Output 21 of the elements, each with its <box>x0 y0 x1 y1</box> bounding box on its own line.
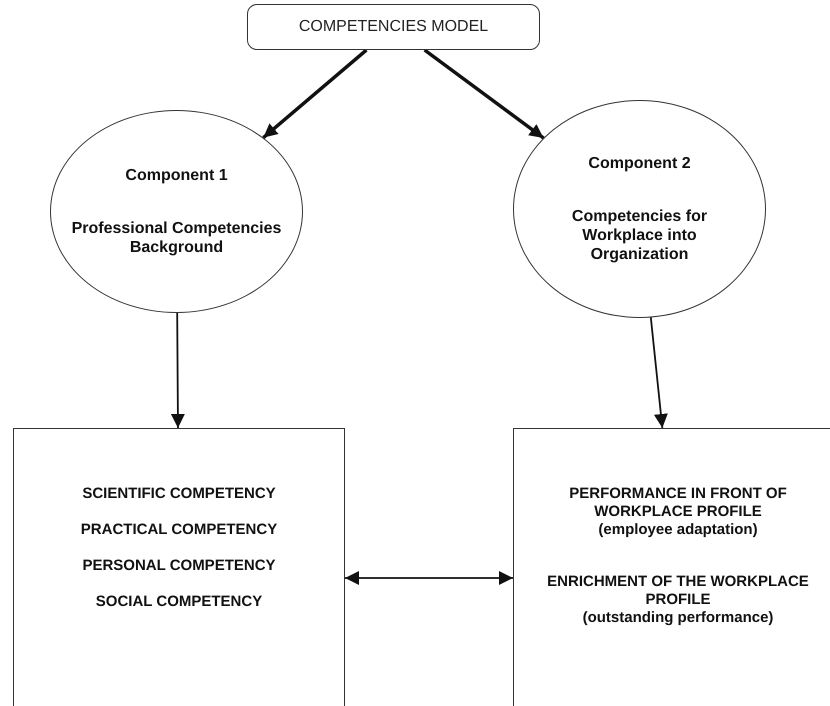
competency-panel <box>513 428 830 706</box>
arrow <box>650 317 668 428</box>
competency-panel <box>13 428 345 706</box>
component-description: Competencies for Workplace into Organization <box>570 206 708 264</box>
competency-text: ENRICHMENT OF THE WORKPLACE PROFILE <box>546 573 810 609</box>
competency-text: SOCIAL COMPETENCY <box>96 593 262 611</box>
arrow <box>424 48 545 140</box>
competency-text: (outstanding performance) <box>582 609 774 627</box>
competency-text: SCIENTIFIC COMPETENCY <box>82 485 276 503</box>
box-title: COMPETENCIES MODEL <box>298 18 488 36</box>
arrow <box>262 48 368 140</box>
competency-text: PRACTICAL COMPETENCY <box>80 521 278 539</box>
arrow <box>345 571 513 585</box>
title-box <box>247 4 540 50</box>
competency-text: PERSONAL COMPETENCY <box>82 557 276 575</box>
component-heading: Component 2 <box>588 154 691 173</box>
competency-text: PERFORMANCE IN FRONT OF WORKPLACE PROFILE <box>568 485 788 521</box>
component-heading: Component 1 <box>125 166 228 185</box>
component-description: Professional Competencies Background <box>71 218 282 258</box>
arrow <box>170 313 185 428</box>
competency-text: (employee adaptation) <box>598 521 758 539</box>
